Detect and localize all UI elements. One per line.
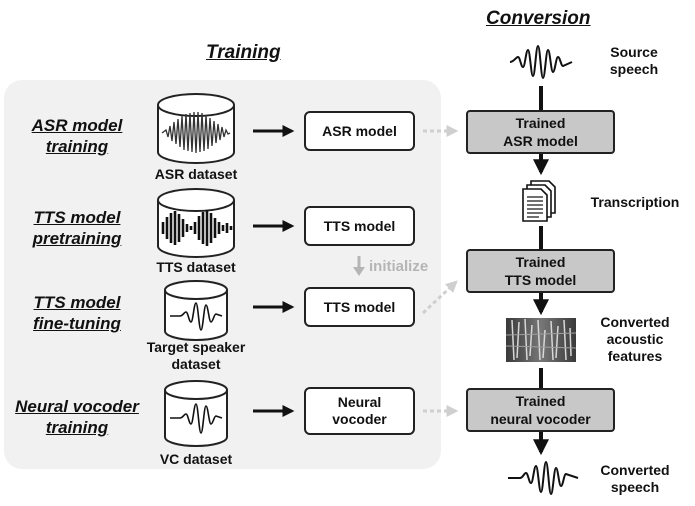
side-line: speech — [610, 479, 660, 495]
side-line: Source — [610, 44, 658, 60]
spectrogram-icon — [505, 318, 577, 362]
side-line: acoustic — [606, 331, 664, 347]
tts-dataset-label: TTS dataset — [156, 259, 236, 275]
stage-line: pretraining — [32, 229, 122, 248]
trained-label: Trained — [515, 393, 566, 409]
model-label: ASR model — [322, 122, 397, 139]
converted-features-label: Converted acoustic features — [590, 314, 680, 365]
converted-waveform-icon — [508, 460, 579, 496]
stage-line: TTS model — [33, 208, 121, 227]
transcription-label: Transcription — [590, 194, 680, 210]
trained-vocoder-box: Trained neural vocoder — [466, 388, 615, 432]
dataset-line: dataset — [171, 356, 221, 372]
stage-tts-pretraining: TTS model pretraining — [12, 207, 142, 249]
model-label: vocoder — [332, 411, 387, 427]
dataset-line: Target speaker — [146, 339, 246, 355]
trained-label: Trained — [515, 254, 566, 270]
stage-line: TTS model — [33, 293, 121, 312]
trained-label: ASR model — [503, 133, 578, 149]
initialize-label: initialize — [369, 258, 429, 275]
trained-label: Trained — [515, 115, 566, 131]
stage-line: training — [45, 418, 109, 437]
target-speaker-dataset-label: Target speaker dataset — [130, 339, 262, 373]
trained-label: TTS model — [504, 272, 577, 288]
asr-dataset-label: ASR dataset — [154, 166, 238, 182]
side-line: speech — [609, 61, 659, 77]
model-label: Neural — [337, 394, 382, 410]
stage-line: ASR model — [31, 116, 123, 135]
vc-dataset-cylinder-icon — [164, 380, 228, 447]
model-label: TTS model — [323, 298, 396, 315]
stage-line: fine-tuning — [33, 314, 121, 333]
initialize-arrow-icon — [353, 256, 365, 276]
model-to-trained-arrows — [421, 125, 459, 417]
dataset-to-model-arrows — [253, 125, 295, 417]
source-speech-label: Source speech — [594, 44, 674, 78]
converted-speech-label: Converted speech — [590, 462, 680, 496]
trained-tts-box: Trained TTS model — [466, 249, 615, 293]
target-speaker-dataset-cylinder-icon — [164, 280, 228, 341]
document-stack-icon — [522, 180, 556, 222]
vc-dataset-label: VC dataset — [159, 451, 233, 467]
tts-model-finetuned-box: TTS model — [304, 287, 415, 327]
stage-line: Neural vocoder — [15, 397, 139, 416]
conversion-heading: Conversion — [486, 8, 591, 29]
asr-model-box: ASR model — [304, 111, 415, 151]
side-line: Converted — [600, 462, 670, 478]
stage-line: training — [45, 137, 109, 156]
asr-dataset-cylinder-icon — [157, 93, 235, 164]
stage-tts-finetuning: TTS model fine-tuning — [12, 292, 142, 334]
training-heading: Training — [206, 42, 281, 63]
side-line: features — [607, 348, 663, 364]
tts-dataset-cylinder-icon — [157, 188, 235, 258]
stage-vocoder-training: Neural vocoder training — [4, 396, 150, 438]
trained-asr-box: Trained ASR model — [466, 110, 615, 154]
side-line: Converted — [600, 314, 670, 330]
trained-label: neural vocoder — [490, 411, 591, 427]
stage-asr-training: ASR model training — [12, 115, 142, 157]
source-waveform-icon — [509, 44, 573, 80]
tts-model-box: TTS model — [304, 206, 415, 246]
neural-vocoder-box: Neural vocoder — [304, 387, 415, 435]
model-label: TTS model — [323, 217, 396, 234]
